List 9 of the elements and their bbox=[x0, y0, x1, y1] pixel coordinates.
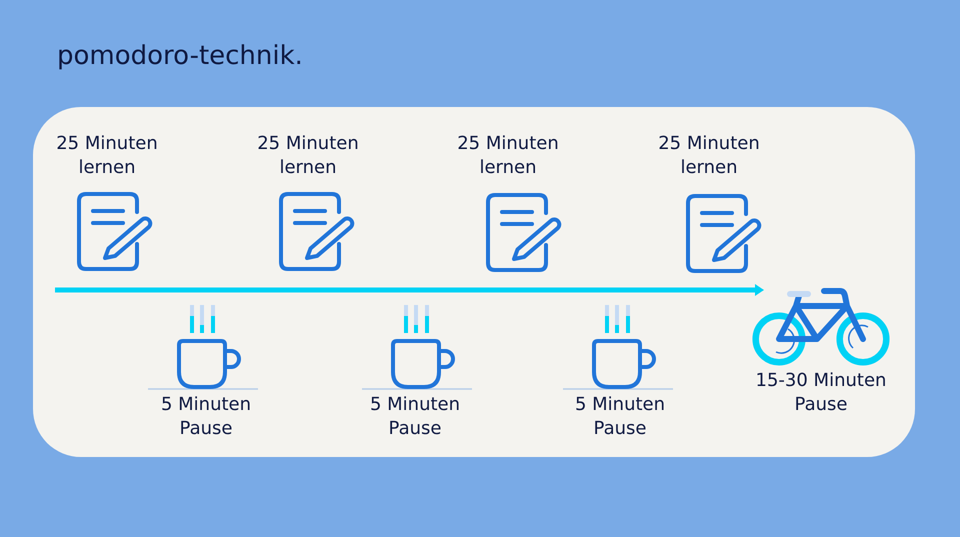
break-label: 5 Minuten Pause bbox=[574, 393, 666, 441]
step-label: 25 Minuten lernen bbox=[55, 132, 159, 180]
step-label: 25 Minuten lernen bbox=[256, 132, 360, 180]
break-label: 5 Minuten Pause bbox=[368, 393, 462, 441]
step-label: 25 Minuten lernen bbox=[657, 132, 761, 180]
break-label: 5 Minuten Pause bbox=[160, 393, 252, 441]
break-label: 15-30 Minuten Pause bbox=[754, 369, 888, 417]
step-label: 25 Minuten lernen bbox=[456, 132, 560, 180]
slide-title: pomodoro-technik. bbox=[57, 41, 303, 71]
